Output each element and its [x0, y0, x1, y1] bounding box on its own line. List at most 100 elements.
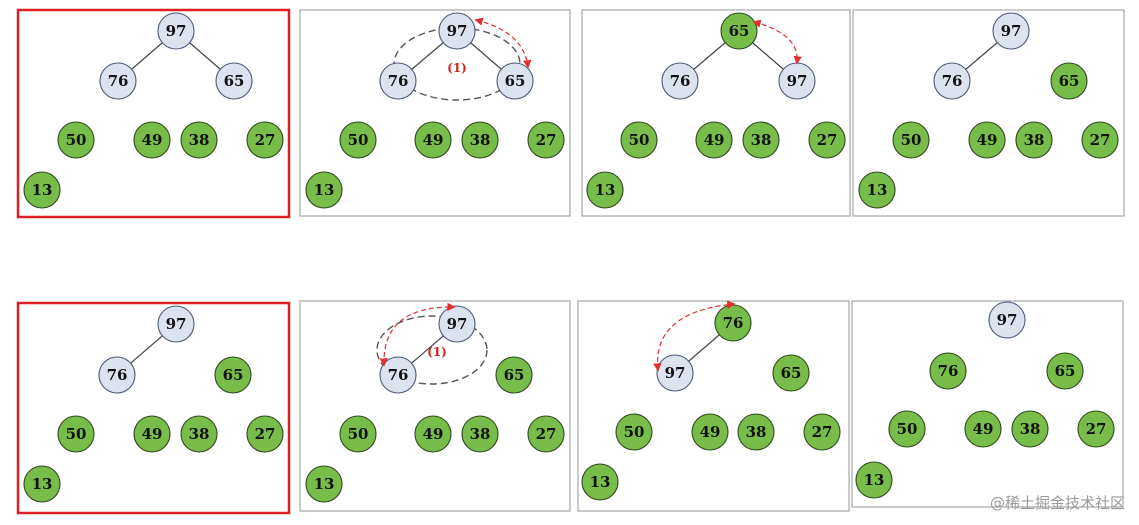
heap-node-38: 38: [461, 415, 499, 453]
node-value: 50: [897, 420, 918, 438]
heap-node-13: 13: [858, 171, 896, 209]
node-circle: [461, 121, 499, 159]
heap-node-50: 50: [57, 415, 95, 453]
node-value: 65: [224, 72, 245, 90]
node-value: 27: [255, 425, 276, 443]
node-circle: [246, 415, 284, 453]
heap-node-13: 13: [305, 465, 343, 503]
node-value: 65: [505, 72, 526, 90]
heap-node-76: 76: [99, 62, 137, 100]
tree-edge: [411, 42, 444, 70]
node-value: 49: [142, 131, 163, 149]
heap-node-65: 65: [1046, 352, 1084, 390]
heap-node-27: 27: [803, 413, 841, 451]
node-circle: [1011, 410, 1049, 448]
node-circle: [808, 121, 846, 159]
heap-node-13: 13: [581, 463, 619, 501]
node-circle: [57, 121, 95, 159]
node-value: 65: [504, 366, 525, 384]
node-value: 76: [942, 72, 963, 90]
heap-node-76: 76: [714, 304, 752, 342]
heap-node-97: 97: [157, 12, 195, 50]
node-value: 50: [624, 423, 645, 441]
node-value: 97: [166, 315, 187, 333]
tree-edge: [693, 42, 726, 70]
node-circle: [527, 121, 565, 159]
swap-arrow: [474, 17, 532, 69]
node-value: 27: [812, 423, 833, 441]
node-circle: [1081, 121, 1119, 159]
heap-node-27: 27: [527, 415, 565, 453]
heap-node-97: 97: [992, 12, 1030, 50]
heap-node-27: 27: [246, 121, 284, 159]
node-circle: [933, 62, 971, 100]
node-circle: [992, 12, 1030, 50]
heap-node-49: 49: [133, 415, 171, 453]
heap-node-38: 38: [1011, 410, 1049, 448]
heap-node-49: 49: [414, 121, 452, 159]
heap-node-50: 50: [620, 121, 658, 159]
heap-node-49: 49: [133, 121, 171, 159]
heap-node-38: 38: [742, 121, 780, 159]
node-circle: [57, 415, 95, 453]
node-value: 27: [817, 131, 838, 149]
node-circle: [695, 121, 733, 159]
node-value: 50: [348, 425, 369, 443]
node-circle: [339, 121, 377, 159]
step-label: (1): [427, 345, 447, 359]
node-value: 65: [223, 366, 244, 384]
heap-node-50: 50: [57, 121, 95, 159]
heap-node-49: 49: [691, 413, 729, 451]
heap-node-49: 49: [695, 121, 733, 159]
node-circle: [1050, 62, 1088, 100]
node-circle: [581, 463, 619, 501]
node-value: 50: [66, 131, 87, 149]
node-circle: [157, 12, 195, 50]
node-value: 65: [1055, 362, 1076, 380]
heap-node-13: 13: [23, 171, 61, 209]
heap-node-49: 49: [414, 415, 452, 453]
node-circle: [180, 415, 218, 453]
node-circle: [888, 410, 926, 448]
heap-node-50: 50: [339, 121, 377, 159]
node-circle: [305, 465, 343, 503]
heap-node-97: 97: [778, 62, 816, 100]
heap-node-76: 76: [98, 356, 136, 394]
heap-node-38: 38: [1015, 121, 1053, 159]
node-value: 49: [142, 425, 163, 443]
node-circle: [929, 352, 967, 390]
node-value: 49: [423, 425, 444, 443]
node-circle: [586, 171, 624, 209]
heap-node-13: 13: [305, 171, 343, 209]
node-value: 97: [997, 311, 1018, 329]
node-circle: [98, 356, 136, 394]
node-circle: [527, 415, 565, 453]
swap-arrow: [752, 19, 802, 65]
node-circle: [661, 62, 699, 100]
heap-node-50: 50: [339, 415, 377, 453]
node-circle: [495, 356, 533, 394]
node-circle: [23, 171, 61, 209]
heap-node-65: 65: [214, 356, 252, 394]
heap-node-13: 13: [23, 465, 61, 503]
step-label: (1): [447, 61, 467, 75]
heap-node-50: 50: [892, 121, 930, 159]
node-circle: [1015, 121, 1053, 159]
heap-node-38: 38: [737, 413, 775, 451]
node-circle: [215, 62, 253, 100]
heap-node-76: 76: [933, 62, 971, 100]
node-value: 50: [66, 425, 87, 443]
tree-edge: [130, 335, 163, 364]
node-circle: [99, 62, 137, 100]
node-value: 38: [189, 131, 210, 149]
heap-node-76: 76: [379, 356, 417, 394]
node-circle: [892, 121, 930, 159]
node-value: 13: [32, 181, 53, 199]
heap-node-27: 27: [1081, 121, 1119, 159]
